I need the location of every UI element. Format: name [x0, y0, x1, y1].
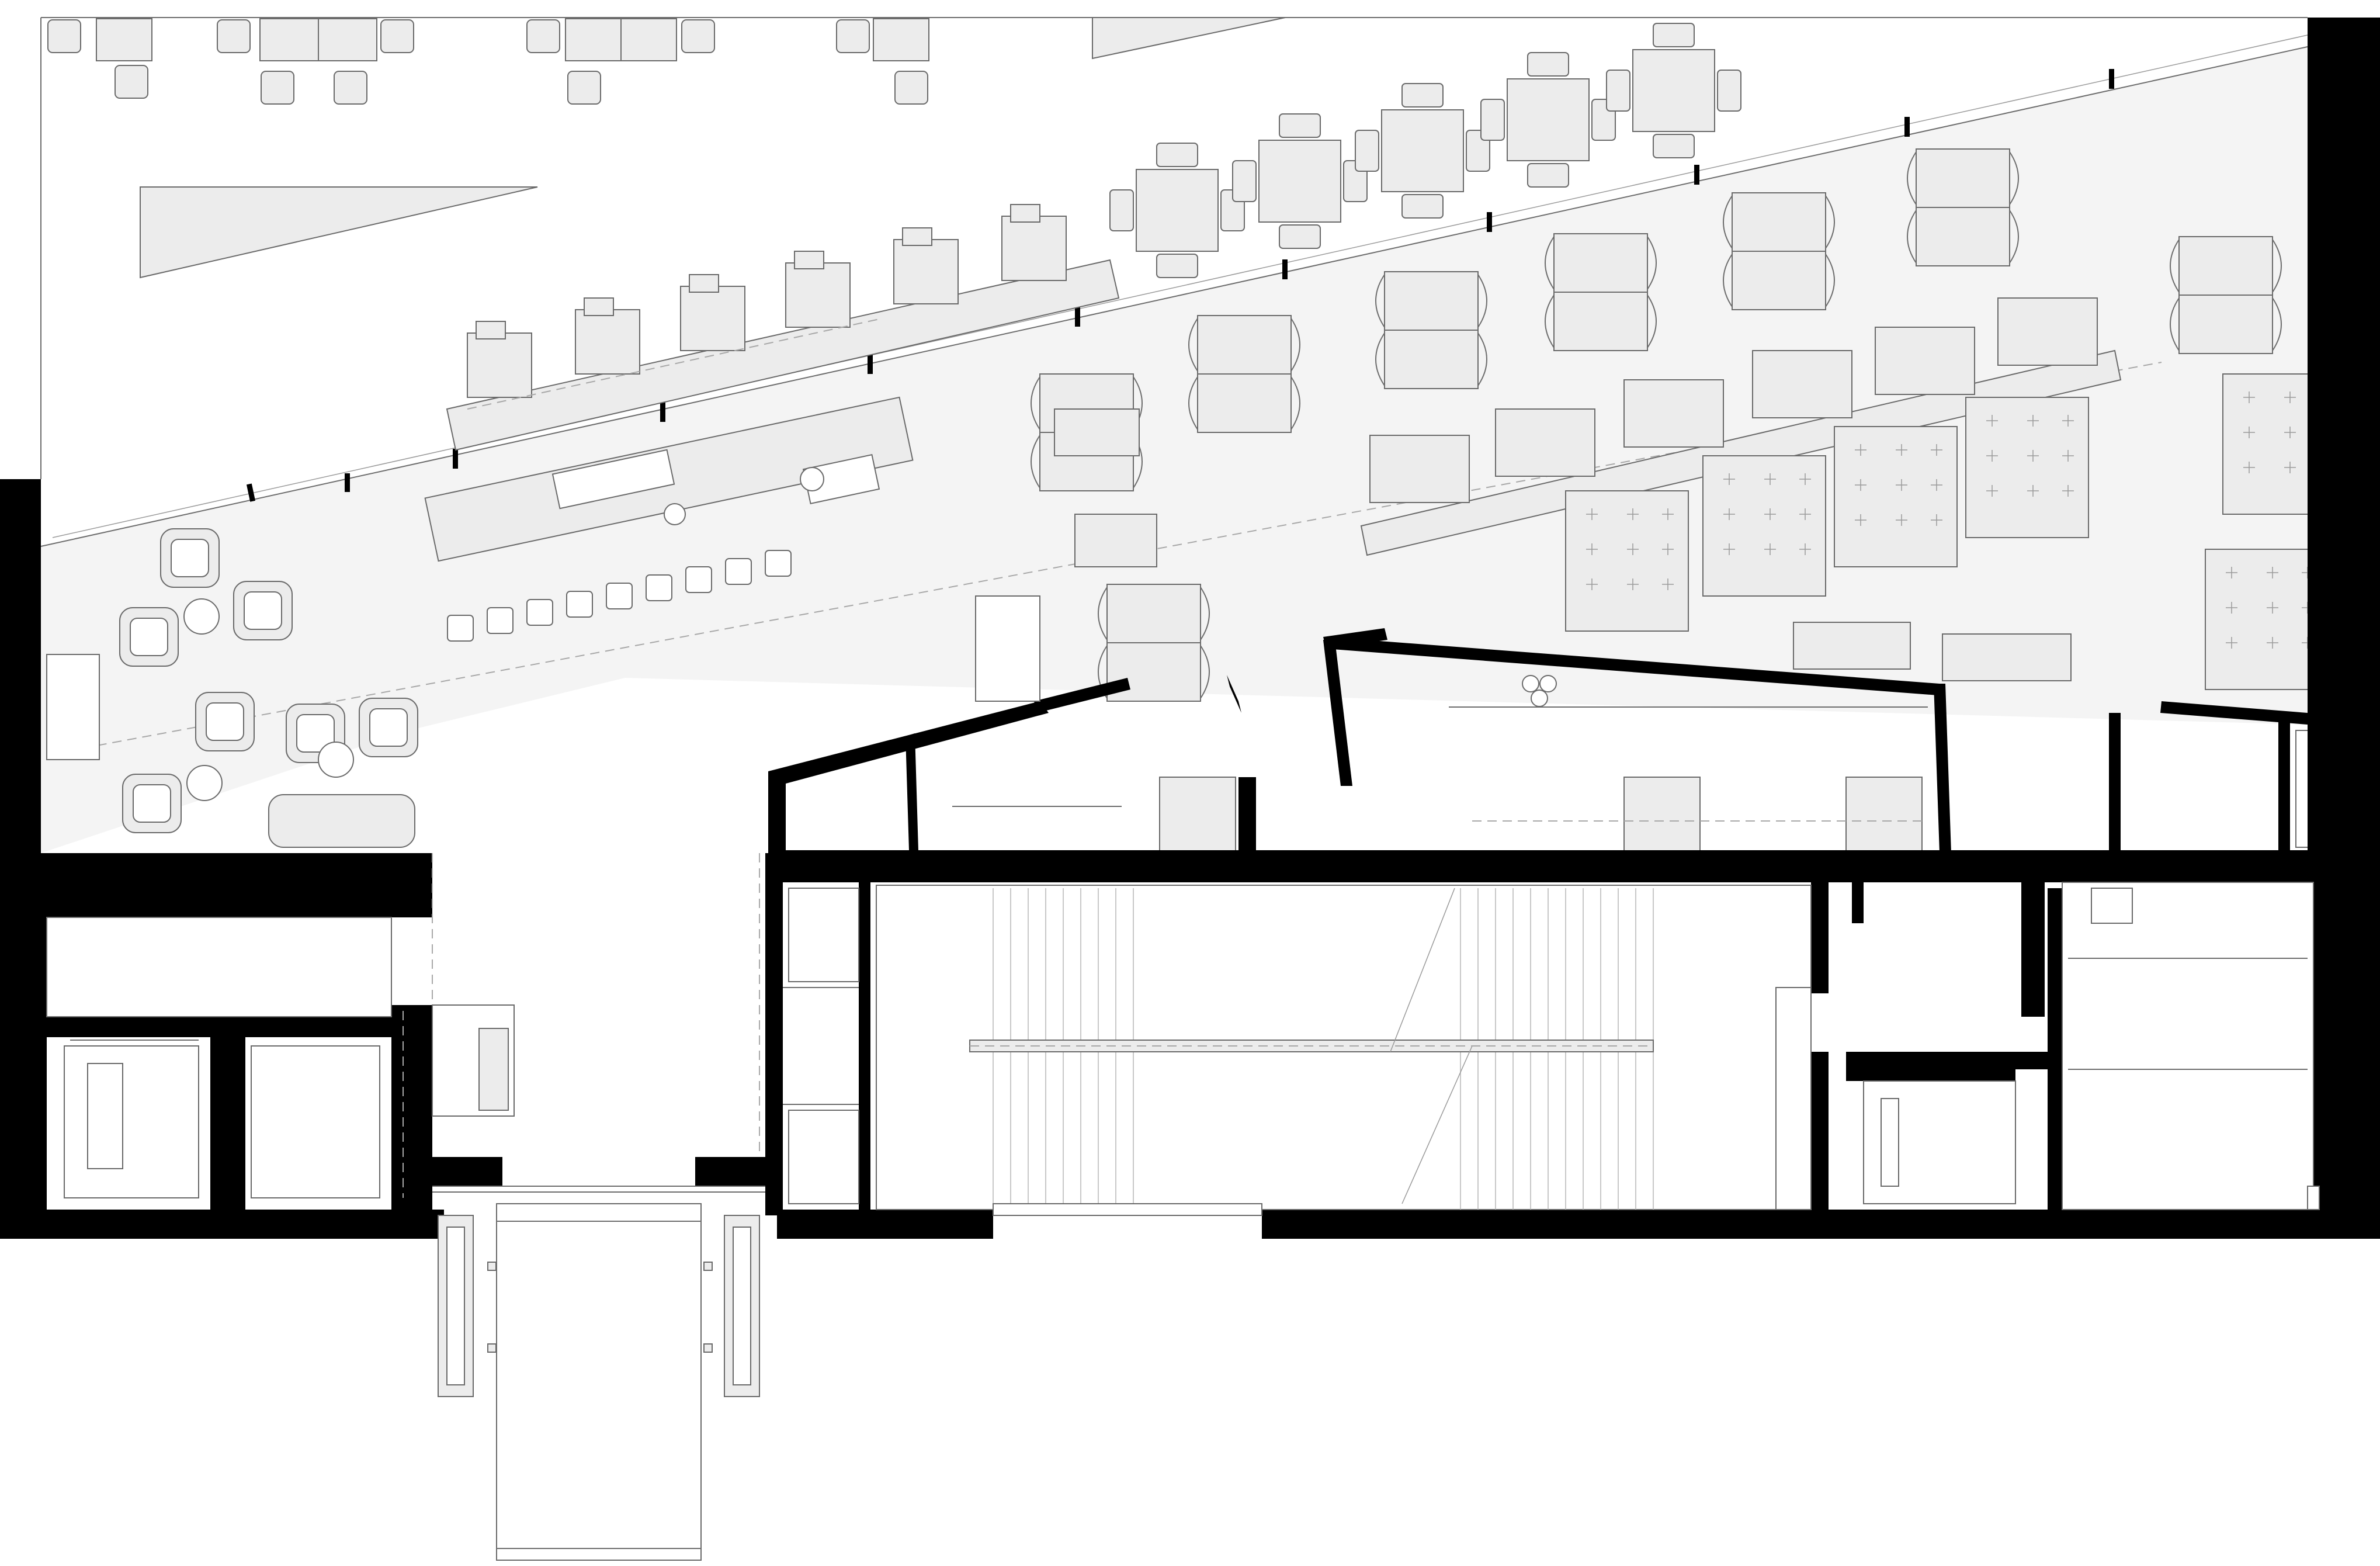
terrace-railing-posts: [246, 69, 2114, 502]
lounge-seating: [46, 528, 418, 848]
structural-walls[interactable]: [0, 18, 2380, 1239]
dining-tables: [1031, 148, 2282, 702]
entrance-ramp: [438, 1203, 760, 1561]
elevator-core: [1775, 882, 2320, 1210]
high-counter-with-stools: [446, 204, 1120, 451]
stair-hall: [783, 885, 1812, 1216]
banquette-dining: [1360, 297, 2346, 690]
lower-left-rooms: [46, 917, 515, 1198]
bar-counter: [424, 318, 914, 642]
exterior-table-row: [47, 18, 929, 105]
entrance-lobby: [432, 853, 765, 1193]
interior-service-rooms: [768, 595, 2332, 854]
